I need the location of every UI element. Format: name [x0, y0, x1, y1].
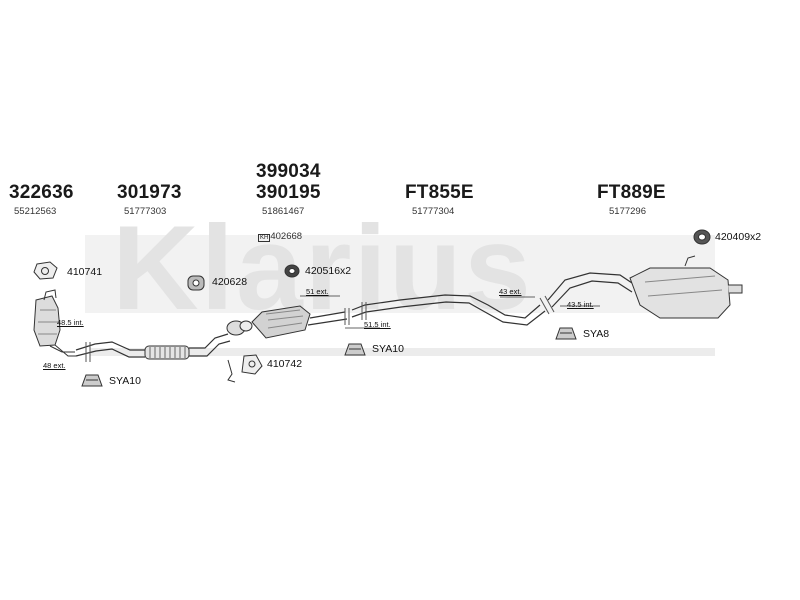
catalyst-390195 — [226, 295, 380, 339]
fitting-label-410741: 410741 — [67, 266, 103, 278]
fitting-label-420516: 420516x2 — [305, 265, 352, 277]
dimension-label-48-ext: 48 ext. — [43, 361, 66, 370]
dimension-label-43-ext: 43 ext. — [499, 287, 522, 296]
dimension-label-51-5-int: 51.5 int. — [364, 320, 391, 329]
front-catalyst-322636 — [33, 289, 76, 357]
dimension-label-48-5-int: 48.5 int. — [57, 318, 84, 327]
fitting-label-sya10-b: SYA10 — [372, 343, 404, 355]
part-number-FT889E: FT889E — [597, 182, 666, 203]
fitting-label-420628: 420628 — [212, 276, 248, 288]
oem-number-5177296: 5177296 — [609, 206, 646, 217]
fitting-label-420409: 420409x2 — [715, 231, 762, 243]
oem-number-51861467: 51861467 — [262, 206, 305, 217]
kit-tag: KH — [258, 234, 271, 242]
hanger-icon-420628 — [187, 275, 205, 291]
rear-silencer-FT889E — [547, 255, 743, 319]
clamp-icon-sya10-b — [344, 343, 366, 356]
fitting-label-410742: 410742 — [267, 358, 303, 370]
gasket-icon-420516 — [284, 264, 300, 278]
oem-number-55212563: 55212563 — [14, 206, 57, 217]
hanger-icon-410741 — [33, 261, 58, 280]
part-number-FT855E: FT855E — [405, 182, 474, 203]
part-number-399034: 399034 — [256, 161, 321, 182]
clamp-icon-sya8 — [555, 327, 577, 340]
clamp-icon-sya10-a — [81, 374, 103, 387]
kit-number: 402668 — [270, 231, 303, 242]
watermark-underline — [90, 348, 715, 356]
part-number-301973: 301973 — [117, 182, 182, 203]
middle-pipe-FT855E — [351, 294, 555, 326]
watermark-text: Klarius — [112, 201, 533, 335]
front-pipe-301973 — [75, 333, 231, 362]
part-number-390195: 390195 — [256, 182, 321, 203]
dimension-label-43-5-int: 43.5 int. — [567, 300, 594, 309]
part-number-322636: 322636 — [9, 182, 74, 203]
fitting-label-sya8: SYA8 — [583, 328, 610, 340]
fitting-label-sya10-a: SYA10 — [109, 375, 141, 387]
oem-number-51777304: 51777304 — [412, 206, 455, 217]
bracket-icon-410742 — [227, 354, 263, 383]
gasket-icon-420409 — [693, 229, 711, 245]
dimension-label-51-ext: 51 ext. — [306, 287, 329, 296]
oem-number-51777303: 51777303 — [124, 206, 167, 217]
